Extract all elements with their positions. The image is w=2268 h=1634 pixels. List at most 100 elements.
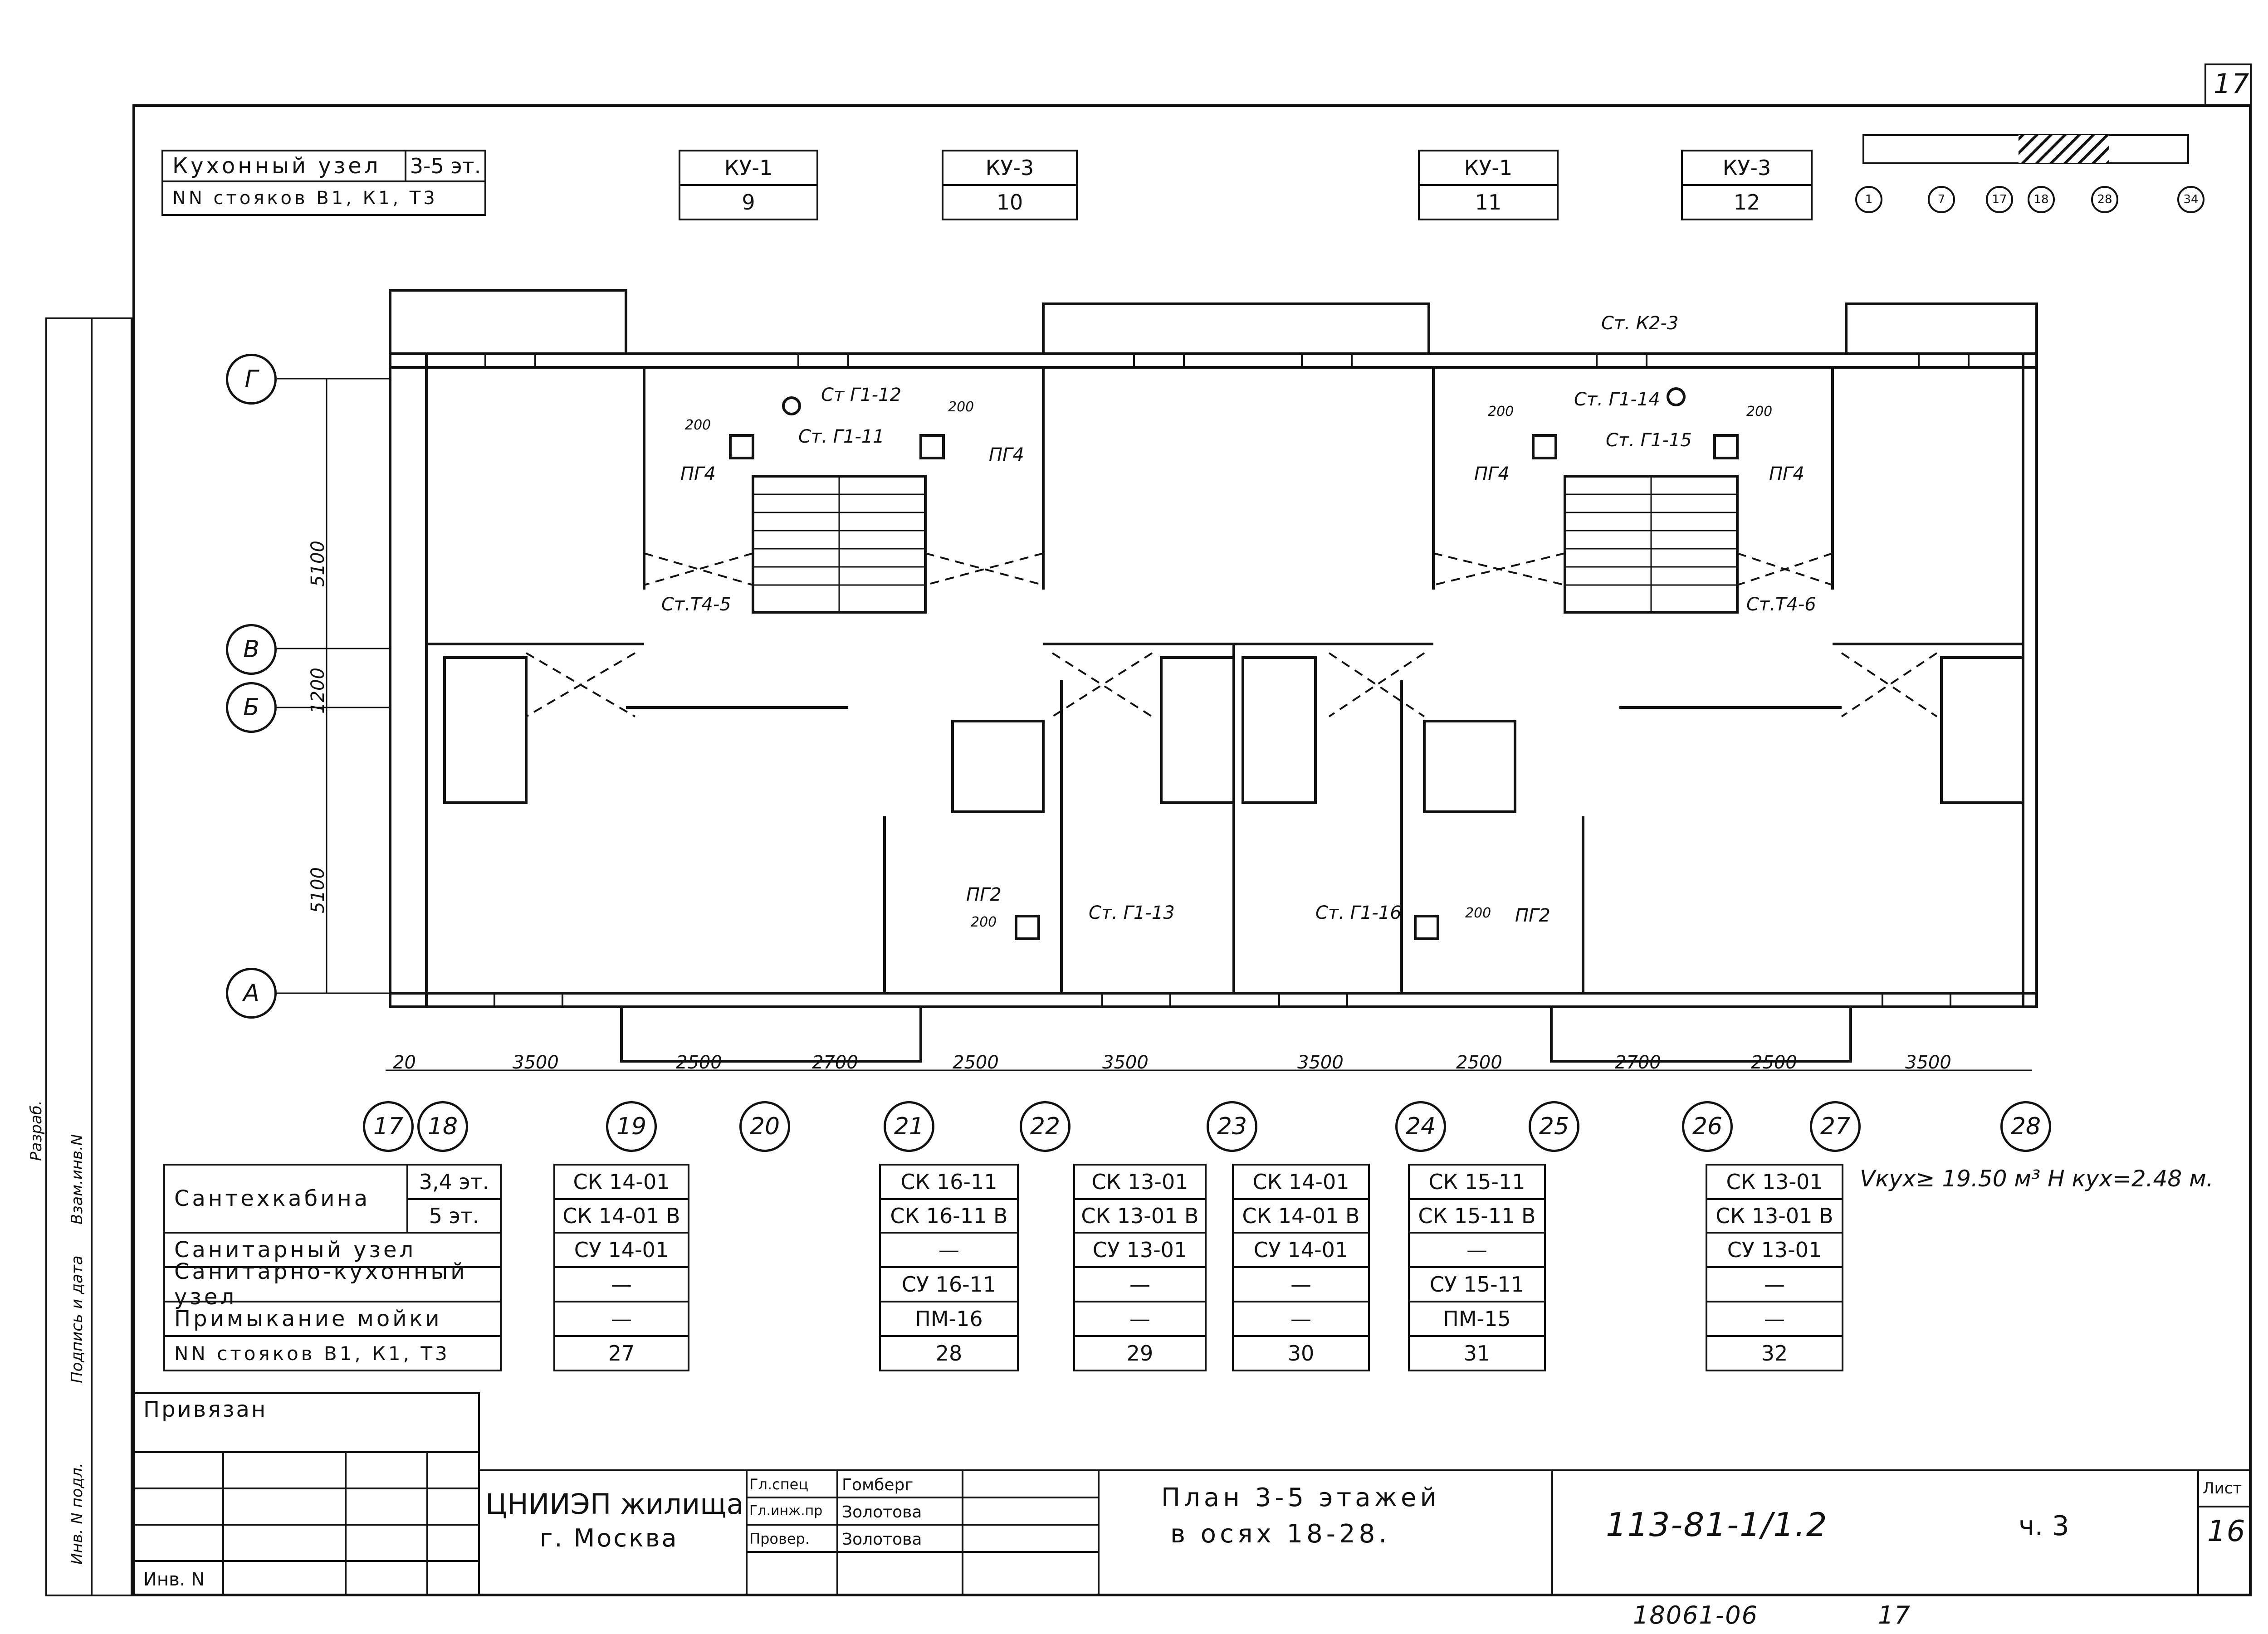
ku-num-2: 10 [942,184,1078,220]
vertical-dim-2: 1200 [307,668,328,714]
row-risers: NN стояков В1, К1, Т3 [163,1335,502,1371]
title-divider [1551,1469,1553,1596]
col4-r4: — [1232,1266,1370,1302]
privyazan-grid [132,1451,480,1453]
key-axis-18: 18 [2028,186,2055,213]
role-3: Провер. [749,1530,810,1547]
col4-r6: 30 [1232,1335,1370,1371]
row-fl5: 5 эт. [406,1198,502,1234]
label-st-g1-16: Ст. Г1-16 [1315,902,1402,923]
col2-r1: СК 16-11 [879,1164,1019,1200]
ku-num-3: 11 [1418,184,1559,220]
col-axis-23: 23 [1207,1101,1257,1152]
footer-code: 18061-06 [1633,1601,1758,1629]
label-st-g1-13: Ст. Г1-13 [1089,902,1175,923]
col3-r1: СК 13-01 [1073,1164,1207,1200]
vertical-dim-1: 5100 [307,541,328,587]
key-axis-17: 17 [1986,186,2013,213]
col5-r2: СК 15-11 В [1408,1198,1546,1234]
key-axis-28: 28 [2091,186,2118,213]
kitchen-label: Кухонный узел [161,150,406,182]
roles-hline-3 [746,1551,1100,1553]
row-axis-b: Б [226,682,277,733]
col-axis-24: 24 [1395,1101,1446,1152]
col5-r5: ПМ-15 [1408,1301,1546,1337]
ku-num-1: 9 [679,184,818,220]
col-dim-9: 2500 [1751,1052,1797,1073]
row-axis-v: В [226,624,277,675]
col-dim-2: 2500 [676,1052,722,1073]
col1-r4: — [553,1266,689,1302]
col-axis-28: 28 [2000,1101,2051,1152]
row-san-uzel: Санитарный узел [163,1232,502,1268]
label-200-f: 200 [1465,905,1491,921]
name-2: Золотова [842,1503,922,1522]
row-santech: Сантехкабина [163,1164,408,1234]
label-st-g1-14: Ст. Г1-14 [1574,389,1660,410]
col6-r1: СК 13-01 [1706,1164,1843,1200]
privyazan-vgrid [222,1451,224,1596]
col5-r1: СК 15-11 [1408,1164,1546,1200]
left-strip [45,317,132,1596]
col1-r5: — [553,1301,689,1337]
label-200-e: 200 [971,914,997,930]
col-dim-8: 2700 [1615,1052,1661,1073]
privyazan-vgrid-2 [345,1451,347,1596]
col3-r2: СК 13-01 В [1073,1198,1207,1234]
col4-r2: СК 14-01 В [1232,1198,1370,1234]
label-200-b: 200 [948,399,974,415]
row-axis-a: А [226,968,277,1019]
col-dim-0: 20 [393,1052,416,1073]
col3-r4: — [1073,1266,1207,1302]
key-axis-1: 1 [1855,186,1882,213]
label-pg4-b: ПГ4 [989,444,1024,465]
col5-r4: СУ 15-11 [1408,1266,1546,1302]
label-200-d: 200 [1746,404,1773,419]
col-axis-18: 18 [417,1101,468,1152]
col6-r5: — [1706,1301,1843,1337]
roles-block [746,1469,1100,1596]
col-dim-5: 3500 [1102,1052,1149,1073]
privyazan-vgrid-3 [426,1451,428,1596]
col-dim-6: 3500 [1297,1052,1344,1073]
footer-number: 17 [1878,1601,1911,1629]
col6-r2: СК 13-01 В [1706,1198,1843,1234]
col4-r5: — [1232,1301,1370,1337]
label-pg4-d: ПГ4 [1769,463,1804,484]
left-strip-divider [91,317,93,1596]
role-1: Гл.спец [749,1476,809,1493]
col-axis-20: 20 [739,1101,790,1152]
list-divider [2197,1506,2252,1507]
inv-label: Инв. N [143,1569,205,1590]
org-name: ЦНИИЭП жилища [485,1488,744,1521]
col1-r6: 27 [553,1335,689,1371]
label-pg2-a: ПГ2 [966,884,1002,905]
sheet-number-box [2204,63,2252,107]
col2-r4: СУ 16-11 [879,1266,1019,1302]
roles-hline [746,1497,1100,1498]
sheet-title-2: в осях 18-28. [1170,1519,1391,1549]
col6-r6: 32 [1706,1335,1843,1371]
volume-note: Vкух≥ 19.50 м³ Н кух=2.48 м. [1860,1166,2214,1192]
row-axis-g: Г [226,354,277,405]
key-axis-34: 34 [2177,186,2204,213]
col6-r3: СУ 13-01 [1706,1232,1843,1268]
col4-r3: СУ 14-01 [1232,1232,1370,1268]
col-axis-27: 27 [1810,1101,1861,1152]
col3-r5: — [1073,1301,1207,1337]
label-pg2-b: ПГ2 [1515,905,1550,926]
kitchen-risers: NN стояков В1, К1, Т3 [161,180,486,216]
ku-num-4: 12 [1681,184,1813,220]
sheet-number-top: 17 [2214,68,2250,100]
col-dim-4: 2500 [953,1052,999,1073]
privyazan-grid-4 [132,1560,480,1562]
col-axis-17: 17 [363,1101,414,1152]
roles-vline [836,1469,838,1596]
col6-r4: — [1706,1266,1843,1302]
role-2: Гл.инж.пр [749,1503,823,1519]
label-pg4-a: ПГ4 [680,463,716,484]
label-st-t4-6: Ст.Т4-6 [1746,594,1816,615]
label-200-c: 200 [1488,404,1514,419]
col1-r3: СУ 14-01 [553,1232,689,1268]
